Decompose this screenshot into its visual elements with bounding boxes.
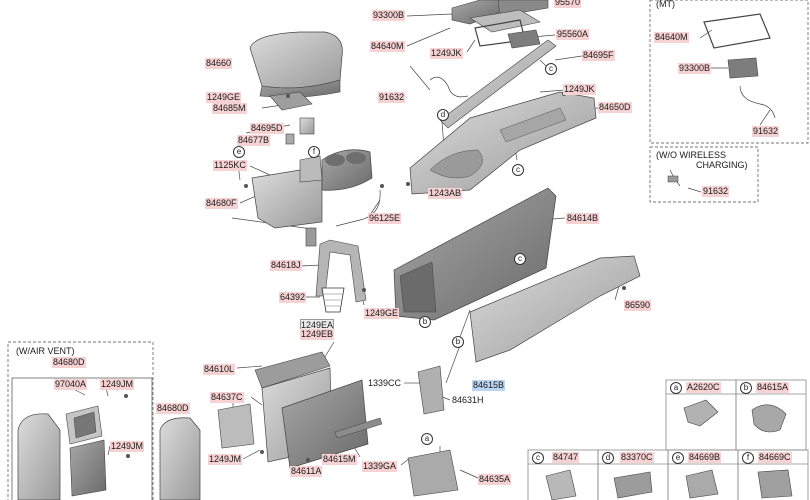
table-letter-a: a — [670, 382, 682, 394]
part-label-1249JM-inset-right[interactable]: 1249JM — [110, 441, 145, 452]
table-part-A2620C[interactable]: A2620C — [686, 382, 721, 393]
part-label-97040A[interactable]: 97040A — [54, 379, 88, 390]
part-label-84695D[interactable]: 84695D — [250, 123, 284, 134]
callout-a: a — [421, 433, 433, 445]
table-letter-d: d — [602, 452, 614, 464]
part-label-84660[interactable]: 84660 — [205, 58, 233, 69]
part-label-84695F[interactable]: 84695F — [582, 50, 615, 61]
part-label-64392[interactable]: 64392 — [279, 292, 307, 303]
part-label-84685M[interactable]: 84685M — [212, 103, 247, 114]
callout-b-left: b — [419, 316, 431, 328]
part-label-84618J[interactable]: 84618J — [270, 260, 302, 271]
table-letter-b: b — [740, 382, 752, 394]
part-label-84614B[interactable]: 84614B — [566, 213, 600, 224]
part-label-91632-mt[interactable]: 91632 — [752, 126, 780, 137]
part-label-1249JK-top[interactable]: 1249JK — [430, 48, 463, 59]
part-label-1249GE-lower[interactable]: 1249GE — [364, 308, 400, 319]
part-label-84640M-mt[interactable]: 84640M — [654, 32, 689, 43]
part-label-84680D[interactable]: 84680D — [156, 403, 190, 414]
table-part-84669C[interactable]: 84669C — [758, 452, 792, 463]
table-part-84615A[interactable]: 84615A — [756, 382, 790, 393]
inset-wireless-title-line1: (W/O WIRELESS — [656, 150, 727, 160]
part-label-1125KC[interactable]: 1125KC — [213, 160, 247, 171]
part-label-1249GE-upper[interactable]: 1249GE — [206, 92, 242, 103]
part-label-84635A[interactable]: 84635A — [478, 474, 512, 485]
part-label-84610L[interactable]: 84610L — [203, 364, 236, 375]
callout-c-top: c — [545, 63, 557, 75]
part-label-95570[interactable]: 95570 — [554, 0, 582, 8]
callout-f: f — [308, 146, 320, 158]
part-label-1249EB[interactable]: 1249EB — [300, 329, 335, 340]
part-label-93300B-mt[interactable]: 93300B — [678, 63, 712, 74]
table-letter-e: e — [672, 452, 684, 464]
part-label-91632[interactable]: 91632 — [378, 92, 406, 103]
table-part-84669B[interactable]: 84669B — [688, 452, 722, 463]
part-label-95560A[interactable]: 95560A — [556, 29, 590, 40]
part-label-84615B-selected[interactable]: 84615B — [472, 380, 506, 391]
callout-e: e — [233, 146, 245, 158]
part-label-84680F[interactable]: 84680F — [205, 198, 238, 209]
part-label-84680D-inset[interactable]: 84680D — [52, 357, 86, 368]
inset-airvent-title: (W/AIR VENT) — [16, 346, 75, 356]
part-label-84611A[interactable]: 84611A — [290, 466, 323, 477]
part-label-93300B[interactable]: 93300B — [372, 10, 406, 21]
inset-mt-title: (MT) — [656, 0, 675, 9]
part-label-84631H[interactable]: 84631H — [452, 395, 484, 405]
part-label-86590[interactable]: 86590 — [624, 300, 652, 311]
callout-c-mid: c — [512, 164, 524, 176]
part-label-96125E[interactable]: 96125E — [368, 213, 402, 224]
part-label-84677B[interactable]: 84677B — [237, 135, 271, 146]
part-label-84637C[interactable]: 84637C — [210, 392, 244, 403]
inset-wireless-title-line2: CHARGING) — [696, 160, 748, 170]
part-label-1243AB[interactable]: 1243AB — [428, 188, 463, 199]
part-label-1249JK-right[interactable]: 1249JK — [563, 84, 596, 95]
table-part-84747[interactable]: 84747 — [552, 452, 580, 463]
table-letter-f: f — [742, 452, 754, 464]
part-label-84640M[interactable]: 84640M — [370, 41, 405, 52]
table-part-83370C[interactable]: 83370C — [620, 452, 654, 463]
part-label-1249JM-inset-top[interactable]: 1249JM — [100, 379, 135, 390]
part-label-1339CC[interactable]: 1339CC — [368, 378, 402, 388]
part-label-91632-wireless[interactable]: 91632 — [702, 186, 730, 197]
part-label-1249JM[interactable]: 1249JM — [208, 454, 243, 465]
part-label-84650D[interactable]: 84650D — [598, 102, 632, 113]
callout-b-right: b — [452, 336, 464, 348]
callout-c-low: c — [514, 253, 526, 265]
callout-d: d — [437, 109, 449, 121]
part-label-1339GA[interactable]: 1339GA — [362, 461, 398, 472]
part-label-84615M[interactable]: 84615M — [322, 454, 357, 465]
table-letter-c: c — [532, 452, 544, 464]
